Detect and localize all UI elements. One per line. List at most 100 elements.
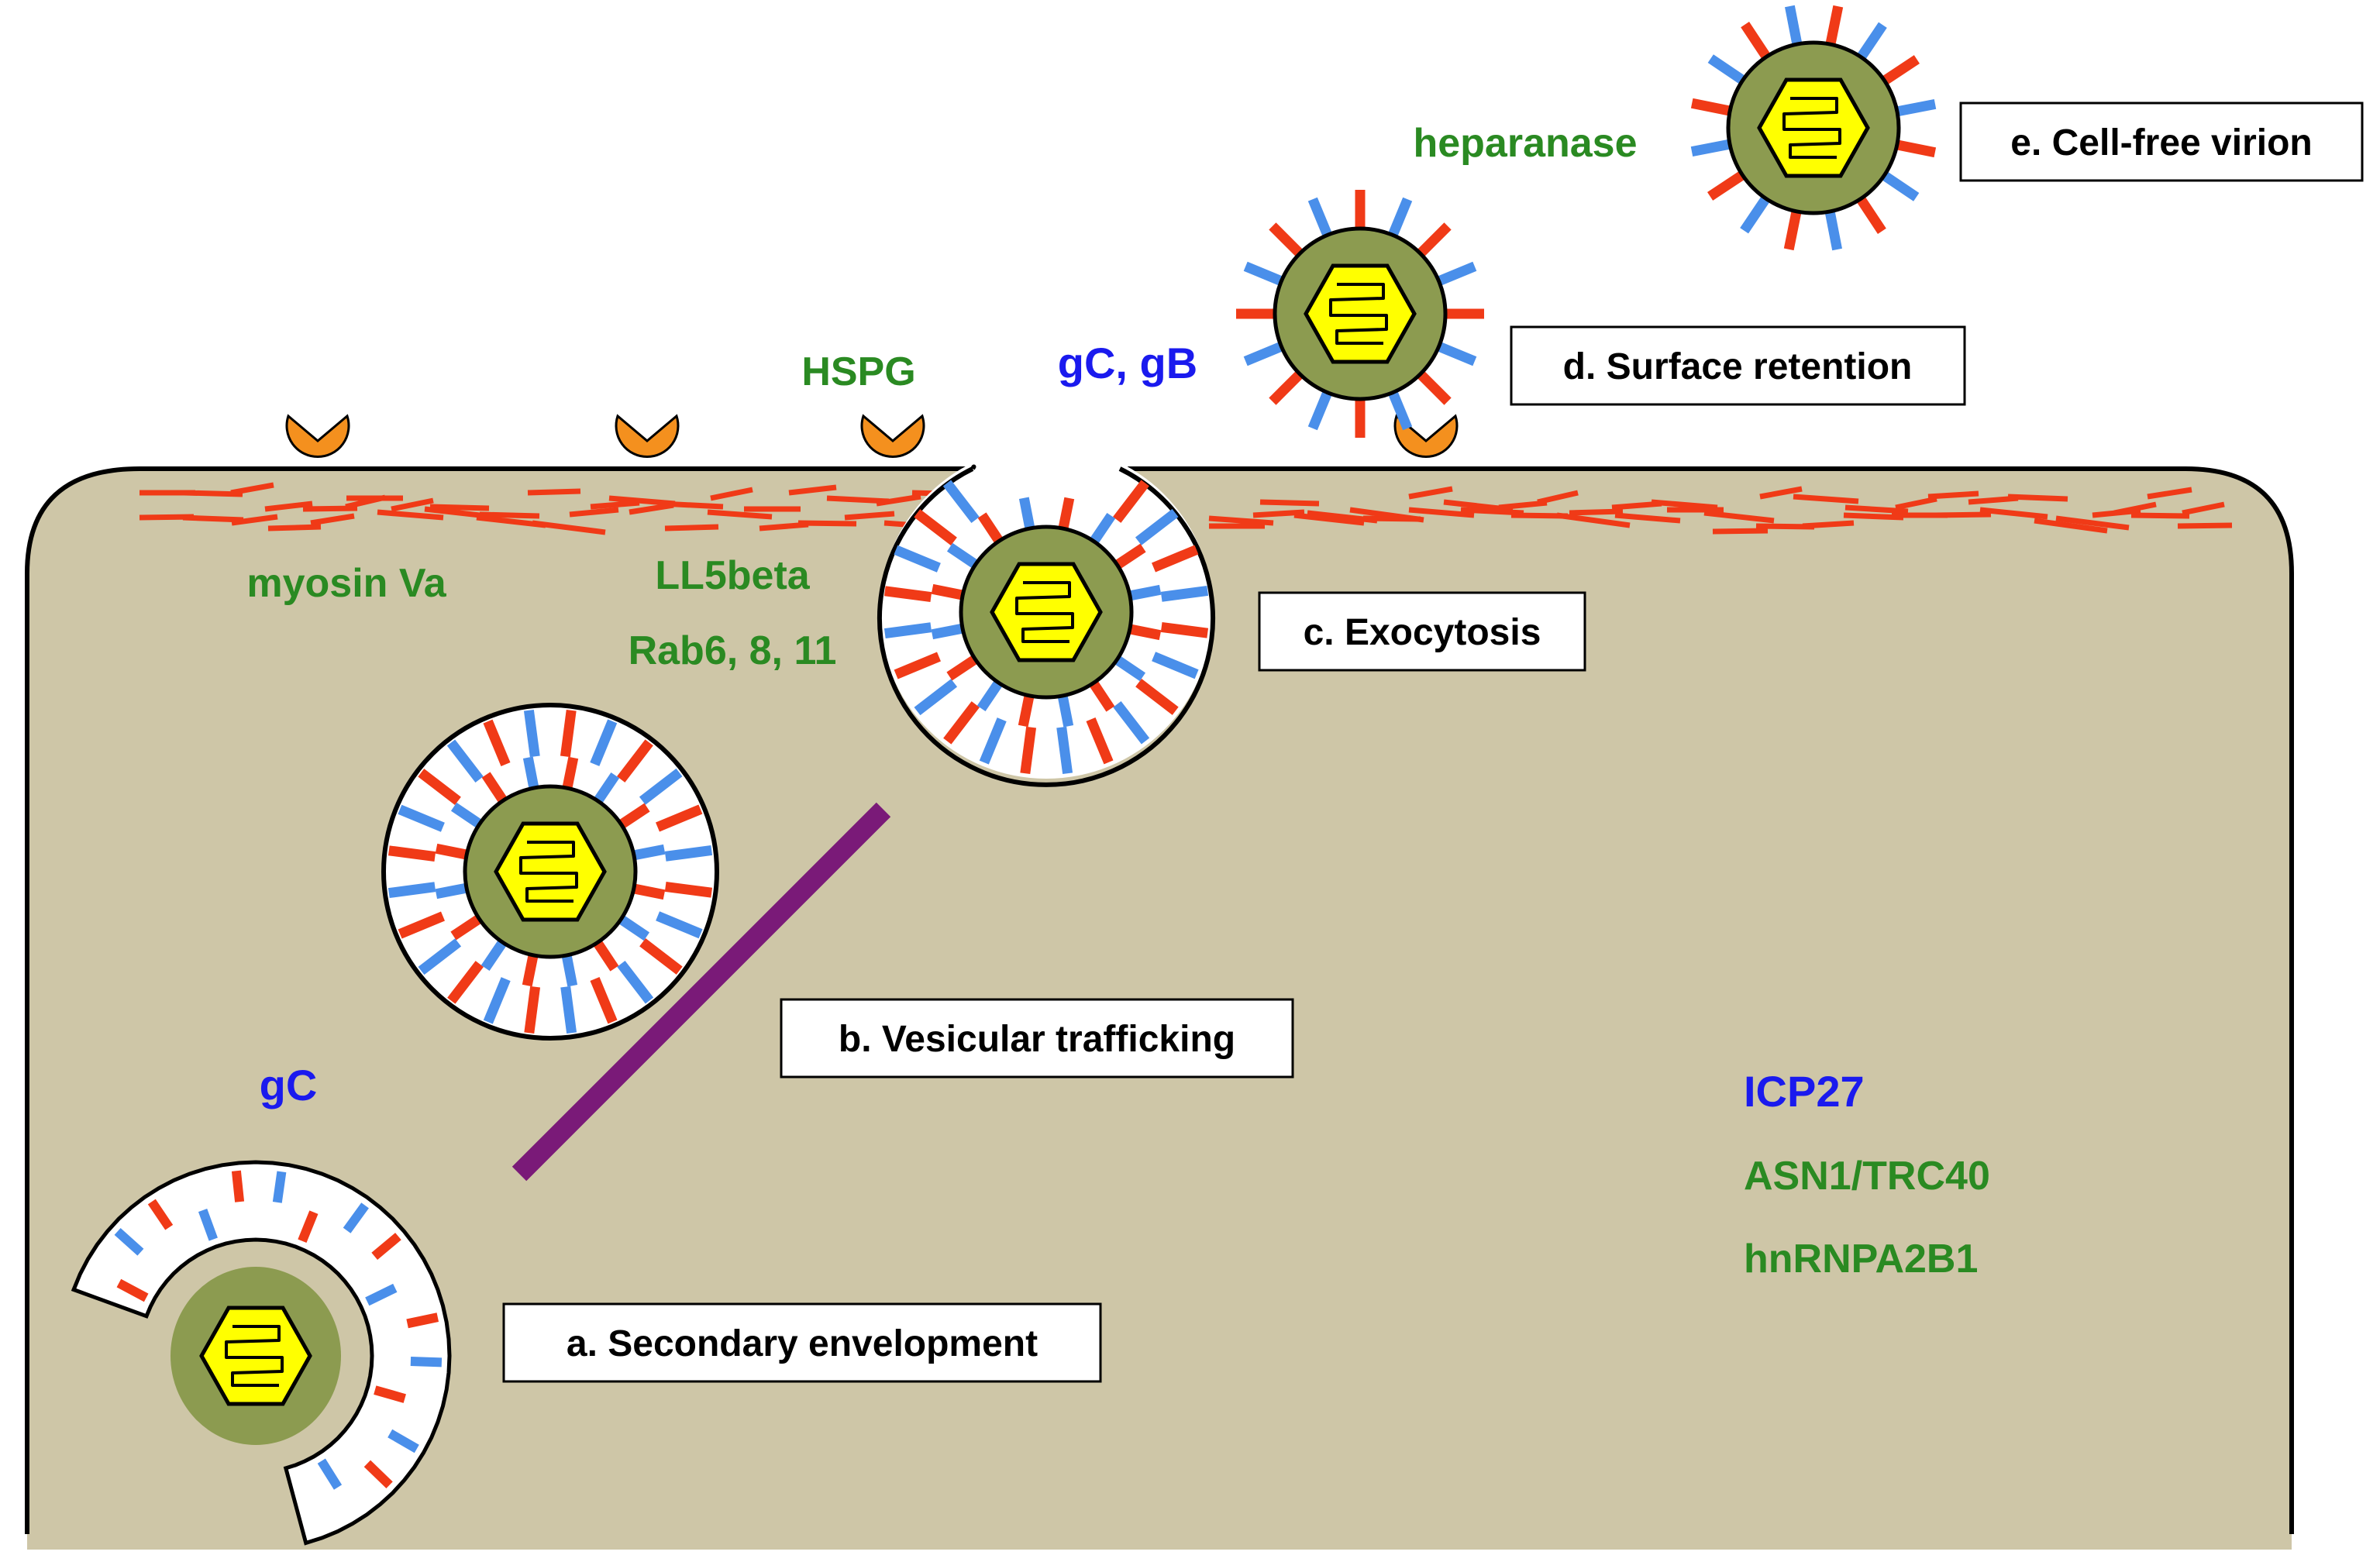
- glycoprotein-spike: [617, 960, 654, 1004]
- glycoprotein-spike: [979, 717, 1007, 765]
- stage-box-b: b. Vesicular trafficking: [780, 998, 1294, 1079]
- virion-icon: [199, 1306, 312, 1406]
- hspg-receptor-group: [285, 414, 1459, 458]
- glycoprotein-spike: [317, 1458, 343, 1490]
- actin-filament: [1979, 507, 2048, 520]
- glycoprotein-spike: [1112, 654, 1146, 682]
- glycoprotein-spike: [1088, 512, 1116, 546]
- glycoprotein-spike: [1417, 222, 1452, 257]
- actin-filament: [391, 497, 434, 512]
- hspg-label: HSPG: [801, 349, 915, 394]
- stage-e-virion: [1690, 5, 1937, 251]
- actin-filament: [1895, 496, 1937, 511]
- glycoprotein-spike: [1824, 210, 1842, 251]
- glycoprotein-spike: [976, 678, 1004, 712]
- glycoprotein-spike: [1740, 195, 1770, 234]
- actin-filament: [1927, 490, 1979, 500]
- microtubule: [511, 802, 891, 1182]
- actin-filament: [1703, 510, 1775, 524]
- actin-filament: [1712, 528, 1769, 535]
- actin-filament: [1293, 512, 1365, 526]
- glycoprotein-spike: [418, 769, 461, 805]
- glycoprotein-spike: [664, 845, 713, 862]
- glycoprotein-spike: [1690, 98, 1731, 116]
- actin-filament: [1537, 490, 1579, 505]
- glycoprotein-spike: [1113, 480, 1149, 523]
- actin-filament: [230, 482, 274, 496]
- glycoprotein-spike: [590, 719, 618, 766]
- glycoprotein-spike: [522, 756, 539, 791]
- glycoprotein-spike: [1856, 196, 1886, 234]
- actin-filament: [569, 507, 619, 518]
- actin-filament: [1569, 508, 1624, 516]
- actin-filament: [429, 504, 490, 511]
- glycoprotein-spike: [371, 1233, 401, 1261]
- asn1-trc40-label: ASN1/TRC40: [1744, 1154, 1990, 1199]
- glycoprotein-spike: [1388, 390, 1413, 431]
- glycoprotein-spike: [1857, 22, 1887, 60]
- glycoprotein-spike: [894, 652, 941, 679]
- stage-d-label: d. Surface retention: [1563, 346, 1913, 387]
- glycoprotein-spike: [946, 542, 980, 570]
- virion-icon: [1728, 43, 1899, 213]
- actin-filament: [182, 514, 244, 523]
- glycoprotein-spike: [435, 843, 470, 860]
- actin-filament: [710, 487, 753, 501]
- actin-filament: [2007, 494, 2068, 502]
- exocytosis-membrane: [877, 466, 1215, 787]
- actin-filament: [844, 511, 895, 521]
- glycoprotein-spike: [656, 911, 703, 939]
- actin-filament: [788, 484, 837, 496]
- glycoprotein-spike: [363, 1460, 393, 1489]
- glycoprotein-spike: [561, 952, 578, 987]
- actin-filament: [1349, 507, 1424, 523]
- glycoprotein-spike: [914, 679, 958, 716]
- glycoprotein-spike: [942, 480, 980, 524]
- envelopment-glycoproteins: [114, 1170, 443, 1490]
- actin-filament: [1259, 499, 1320, 507]
- glycoprotein-spike: [418, 938, 462, 975]
- plasma-membrane-left: [25, 466, 973, 1534]
- actin-filament: [2130, 512, 2190, 519]
- glycoprotein-spike: [147, 1199, 174, 1230]
- envelopment-membrane: [71, 1160, 452, 1546]
- glycoprotein-spike: [943, 701, 980, 745]
- stage-d-virion: [1236, 190, 1484, 438]
- glycoprotein-spike: [1896, 99, 1937, 117]
- hspg-receptor-icon: [615, 414, 680, 458]
- glycoprotein-spike: [1152, 545, 1199, 573]
- actin-filament: [1651, 499, 1718, 511]
- glycoprotein-spike: [1783, 210, 1802, 251]
- hspg-receptor-icon: [1393, 414, 1459, 458]
- actin-filament: [1793, 494, 1859, 504]
- glycoprotein-spike: [1113, 543, 1146, 570]
- glycoprotein-spike: [931, 583, 966, 600]
- stage-box-e: e. Cell-free virion: [1959, 101, 2364, 182]
- actin-filament: [2034, 518, 2108, 534]
- actin-filament: [707, 509, 773, 520]
- actin-filament: [345, 494, 386, 510]
- actin-filament: [1252, 509, 1305, 518]
- glycoprotein-spike: [1018, 497, 1035, 532]
- glycoprotein-spike: [1020, 726, 1037, 775]
- glycoprotein-spike: [1243, 261, 1283, 286]
- actin-filament: [1408, 507, 1475, 518]
- hspg-receptor-icon: [285, 414, 350, 458]
- actin-filament: [590, 500, 640, 510]
- glycoprotein-spike: [1086, 717, 1114, 765]
- actin-filament: [1802, 520, 1855, 529]
- glycoprotein-spike: [883, 622, 932, 639]
- glycoprotein-spike: [387, 845, 436, 862]
- glycoprotein-spike: [946, 654, 980, 681]
- glycoprotein-spike: [894, 545, 941, 573]
- glycoprotein-spike: [1690, 139, 1731, 157]
- glycoprotein-spike: [1417, 370, 1452, 405]
- glycoprotein-spike: [1307, 390, 1332, 431]
- glycoprotein-spike: [1437, 342, 1477, 366]
- glycoprotein-spike: [1437, 261, 1477, 286]
- actin-filament: [527, 488, 581, 496]
- stage-b-label: b. Vesicular trafficking: [839, 1019, 1235, 1060]
- actin-filament: [2055, 515, 2130, 531]
- glycoprotein-spike: [639, 938, 683, 975]
- glycoprotein-spike: [481, 772, 508, 805]
